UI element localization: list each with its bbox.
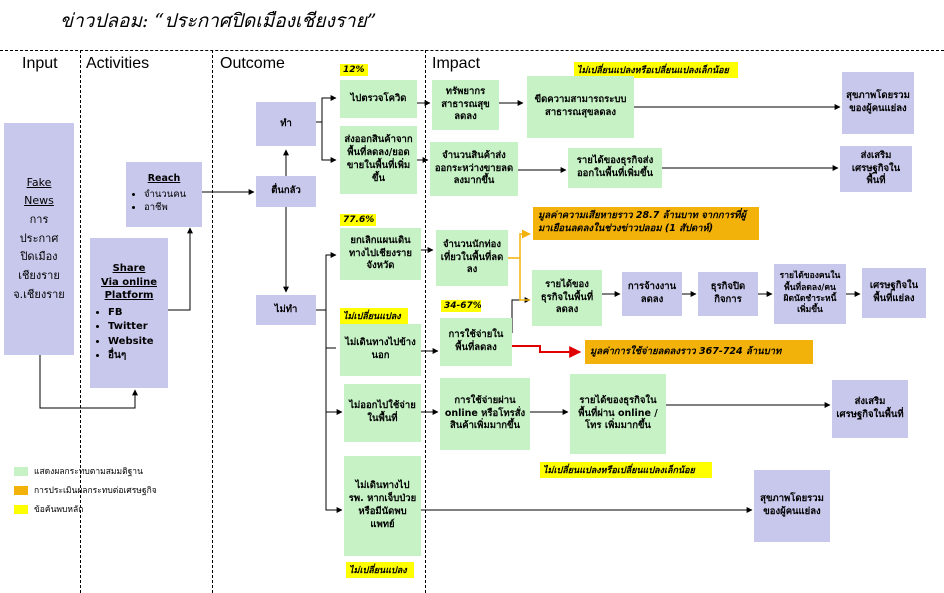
finding-unchanged-mid: ไม่เปลี่ยนแปลง xyxy=(340,308,408,324)
finding-unchanged-top: ไม่เปลี่ยนแปลงหรือเปลี่ยนแปลงเล็กน้อย xyxy=(574,62,738,78)
activity-reach: Reach จำนวนคน อาชีพ xyxy=(126,162,202,227)
list-item: Website xyxy=(108,335,154,349)
legend-swatch-green xyxy=(14,466,28,476)
node-no-travel-out: ไม่เดินทางไปข้างนอก xyxy=(340,324,421,376)
node-export-goods: ส่งออกสินค้าจากพื้นที่ลดลง/ยอดขายในพื้นท… xyxy=(340,126,417,194)
node-employment: การจ้างงานลดลง xyxy=(622,272,682,316)
node-revenue-rise: รายได้ของธุรกิจส่งออกในพื้นที่เพิ่มขึ้น xyxy=(568,148,662,188)
node-spend-drop: การใช้จ่ายในพื้นที่ลดลง xyxy=(440,318,512,366)
column-header-impact: Impact xyxy=(432,55,481,72)
list-item: FB xyxy=(108,306,154,320)
node-debt: รายได้ของคนในพื้นที่ลดลง/คนผิดนัดชำระหนี… xyxy=(774,264,846,324)
column-divider-2 xyxy=(212,50,213,593)
finding-12pct: 12% xyxy=(340,64,368,76)
outcome-panic: ตื่นกลัว xyxy=(256,176,316,207)
finding-776pct: 77.6% xyxy=(340,214,376,226)
column-header-input: Input xyxy=(22,55,58,72)
estimate-damage-1: มูลค่าความเสียหายราว 28.7 ล้านบาท จากการ… xyxy=(533,207,759,240)
node-goods-qty: จำนวนสินค้าส่งออกระหว่างขายลดลงมากขึ้น xyxy=(430,142,518,196)
list-item: อื่นๆ xyxy=(108,349,154,363)
diagram-title: ข่าวปลอม: “ประกาศปิดเมืองเชียงราย” xyxy=(60,10,377,32)
node-online-spend: การใช้จ่ายผ่าน online หรือโทรสั่งสินค้าเ… xyxy=(440,378,530,450)
node-no-spend-local: ไม่ออกไปใช้จ่ายในพื้นที่ xyxy=(344,384,421,442)
node-resources: ทรัพยากรสาธารณสุขลดลง xyxy=(432,80,499,130)
finding-34-67pct: 34-67% xyxy=(441,300,481,312)
node-tourists-drop: จำนวนนักท่องเที่ยวในพื้นที่ลดลง xyxy=(436,230,508,286)
node-promote-econ-1: ส่งเสริมเศรษฐกิจในพื้นที่ xyxy=(840,146,912,192)
list-item: จำนวนคน xyxy=(144,189,186,202)
reach-list: จำนวนคน อาชีพ xyxy=(130,188,186,217)
legend: แสดงผลกระทบตามสมมติฐาน การประเมินผลกระทบ… xyxy=(14,464,194,516)
column-divider-1 xyxy=(80,50,81,593)
node-cancel-travel: ยกเลิกแผนเดินทางไปเชียงรายจังหวัด xyxy=(340,228,421,280)
node-econ-worse: เศรษฐกิจในพื้นที่แย่ลง xyxy=(862,268,926,318)
legend-item: แสดงผลกระทบตามสมมติฐาน xyxy=(14,464,194,478)
outcome-not-do: ไม่ทำ xyxy=(256,295,316,325)
list-item: อาชีพ xyxy=(144,202,186,215)
node-go-covid: ไปตรวจโควิด xyxy=(340,80,417,118)
input-fake-news: Fake News การ ประกาศ ปิดเมือง เชียงราย จ… xyxy=(4,123,74,355)
share-list: FB Twitter Website อื่นๆ xyxy=(94,305,154,364)
column-header-outcome: Outcome xyxy=(220,55,285,72)
legend-item: ข้อค้นพบหลัก xyxy=(14,502,194,516)
legend-swatch-yellow xyxy=(14,504,28,514)
activity-share: Share Via online Platform FB Twitter Web… xyxy=(90,238,168,388)
estimate-damage-2: มูลค่าการใช้จ่ายลดลงราว 367-724 ล้านบาท xyxy=(585,340,813,364)
node-health-capacity: ขีดความสามารถระบบสาธารณสุขลดลง xyxy=(527,76,634,138)
node-health-wellbeing-1: สุขภาพโดยรวมของผู้คนแย่ลง xyxy=(842,72,914,134)
column-header-activities: Activities xyxy=(86,55,150,72)
node-promote-econ-2: ส่งเสริมเศรษฐกิจในพื้นที่ xyxy=(832,380,908,438)
list-item: Twitter xyxy=(108,320,154,334)
legend-swatch-orange xyxy=(14,485,28,495)
legend-item: การประเมินผลกระทบต่อเศรษฐกิจ xyxy=(14,483,194,497)
finding-unchanged-online: ไม่เปลี่ยนแปลงหรือเปลี่ยนแปลงเล็กน้อย xyxy=(540,462,712,478)
node-no-hospital: ไม่เดินทางไป รพ. หากเจ็บป่วย หรือมีนัดพบ… xyxy=(344,456,421,556)
finding-unchanged-bottom: ไม่เปลี่ยนแปลง xyxy=(346,562,414,578)
node-biz-income-drop: รายได้ของธุรกิจในพื้นที่ลดลง xyxy=(532,270,602,326)
column-divider-3 xyxy=(425,50,426,593)
node-health-wellbeing-2: สุขภาพโดยรวมของผู้คนแย่ลง xyxy=(754,470,830,542)
outcome-do: ทำ xyxy=(256,102,316,146)
node-online-revenue: รายได้ของธุรกิจในพื้นที่ผ่าน online / โท… xyxy=(570,374,666,454)
node-biz-close: ธุรกิจปิดกิจการ xyxy=(698,272,758,316)
header-divider xyxy=(0,50,944,51)
